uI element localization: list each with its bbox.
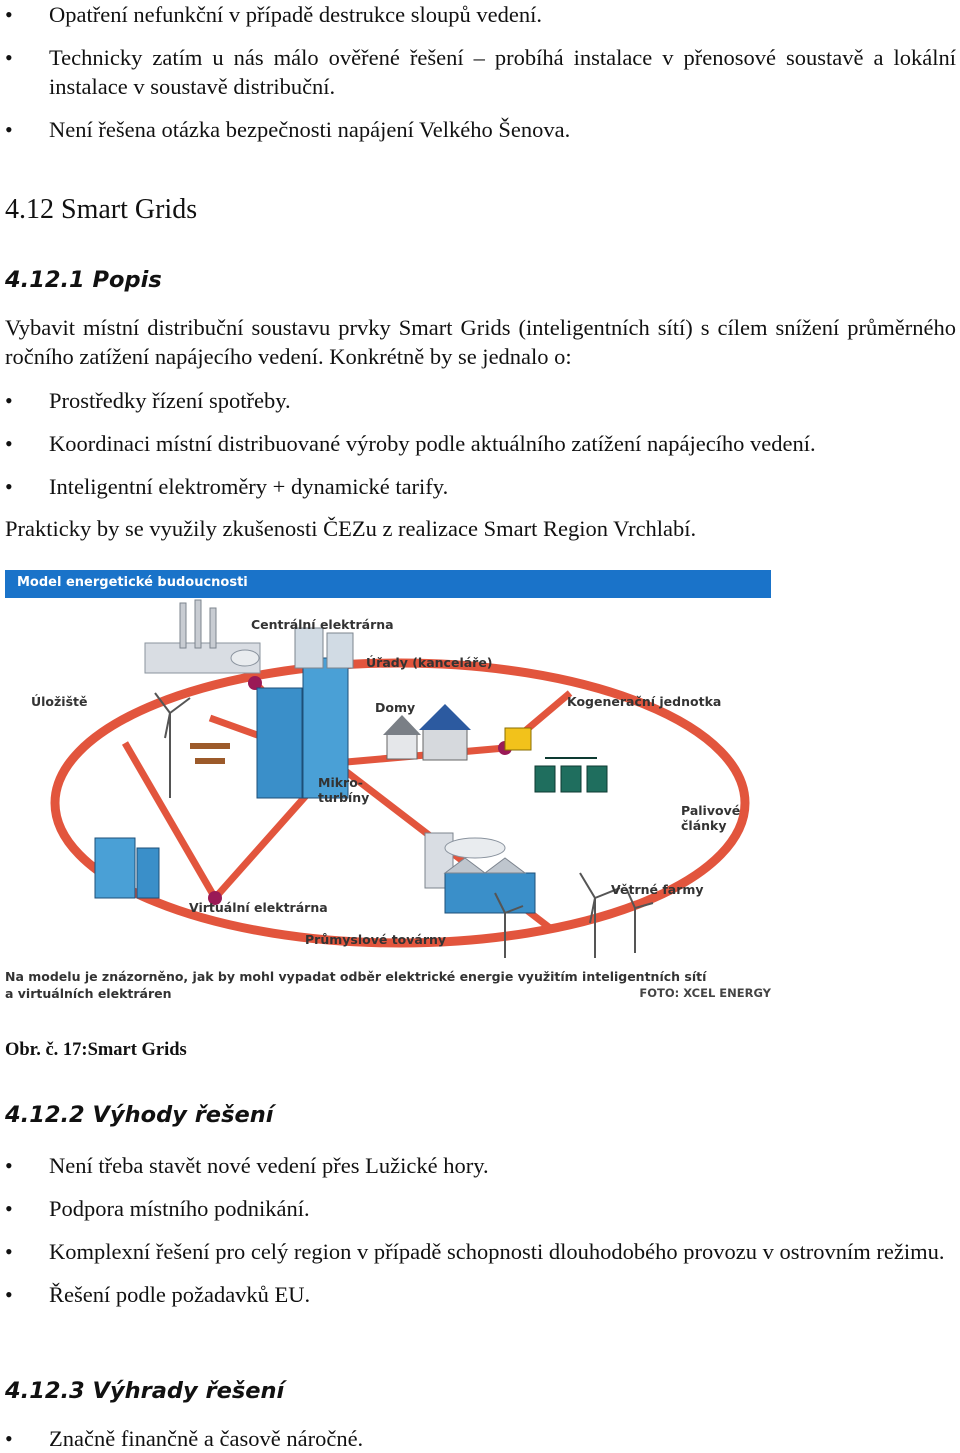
smart-grid-figure: Model energetické budoucnosti <box>5 570 771 1006</box>
figure-header: Model energetické budoucnosti <box>5 570 771 598</box>
label-wind-farms: Větrné farmy <box>611 882 704 897</box>
label-storage: Úložiště <box>31 694 88 709</box>
label-homes: Domy <box>375 700 416 715</box>
office-buildings-icon <box>256 627 354 799</box>
label-offices: Úřady (kanceláře) <box>366 655 493 670</box>
vyhrady-bullet-list: Značně finančně a časově náročné. <box>0 1424 960 1453</box>
chp-unit-icon <box>504 727 532 751</box>
subsection-heading-vyhrady: 4.12.3 Výhrady řešení <box>5 1378 285 1404</box>
list-item: Koordinaci místní distribuované výroby p… <box>0 429 960 458</box>
subsection-heading-popis: 4.12.1 Popis <box>5 267 162 293</box>
list-item: Opatření nefunkční v případě destrukce s… <box>0 0 960 29</box>
popis-closing: Prakticky by se využily zkušenosti ČEZu … <box>5 516 697 541</box>
popis-paragraph: Vybavit místní distribuční soustavu prvk… <box>5 315 956 369</box>
list-item: Není řešena otázka bezpečnosti napájení … <box>0 115 960 144</box>
figure-credit: FOTO: XCEL ENERGY <box>639 986 771 1000</box>
list-item: Podpora místního podnikání. <box>0 1194 960 1223</box>
list-item: Inteligentní elektroměry + dynamické tar… <box>0 472 960 501</box>
label-microturbines-2: turbíny <box>318 790 370 805</box>
figure-footer: Na modelu je znázorněno, jak by mohl vyp… <box>5 968 706 1002</box>
figure-footer-line-1: Na modelu je znázorněno, jak by mohl vyp… <box>5 969 707 984</box>
label-fuel-cells-2: články <box>681 818 727 833</box>
vyhody-bullet-list: Není třeba stavět nové vedení přes Lužic… <box>0 1151 960 1309</box>
factories-icon <box>424 832 536 914</box>
label-microturbines-1: Mikro- <box>318 775 363 790</box>
storage-icon <box>154 692 191 798</box>
list-item: Není třeba stavět nové vedení přes Lužic… <box>0 1151 960 1180</box>
list-item: Prostředky řízení spotřeby. <box>0 386 960 415</box>
figure-caption: Obr. č. 17:Smart Grids <box>5 1040 187 1060</box>
wind-farm-icon <box>494 872 654 958</box>
fuel-cells-icon <box>534 757 608 793</box>
popis-bullet-list: Prostředky řízení spotřeby. Koordinaci m… <box>0 386 960 501</box>
label-chp: Kogenerační jednotka <box>567 694 722 709</box>
microturbines-icon <box>190 743 230 764</box>
figure-header-title: Model energetické budoucnosti <box>17 575 248 590</box>
label-factories: Průmyslové továrny <box>305 932 447 947</box>
list-item: Komplexní řešení pro celý region v přípa… <box>0 1237 960 1266</box>
list-item: Řešení podle požadavků EU. <box>0 1280 960 1309</box>
list-item: Značně finančně a časově náročné. <box>0 1424 960 1453</box>
central-plant-icon <box>144 599 261 674</box>
label-fuel-cells-1: Palivové <box>681 803 741 818</box>
section-heading: 4.12 Smart Grids <box>5 194 198 225</box>
top-bullet-list: Opatření nefunkční v případě destrukce s… <box>0 0 960 144</box>
label-central-plant: Centrální elektrárna <box>251 617 394 632</box>
label-virtual-plant: Virtuální elektrárna <box>189 900 328 915</box>
smart-grid-illustration <box>50 599 750 958</box>
figure-footer-line-2: a virtuálních elektráren <box>5 986 172 1001</box>
grid-ring <box>50 658 750 948</box>
homes-icon <box>383 704 471 761</box>
subsection-heading-vyhody: 4.12.2 Výhody řešení <box>5 1102 274 1128</box>
virtual-plant-icon <box>94 837 160 899</box>
list-item: Technicky zatím u nás málo ověřené řešen… <box>0 43 960 101</box>
